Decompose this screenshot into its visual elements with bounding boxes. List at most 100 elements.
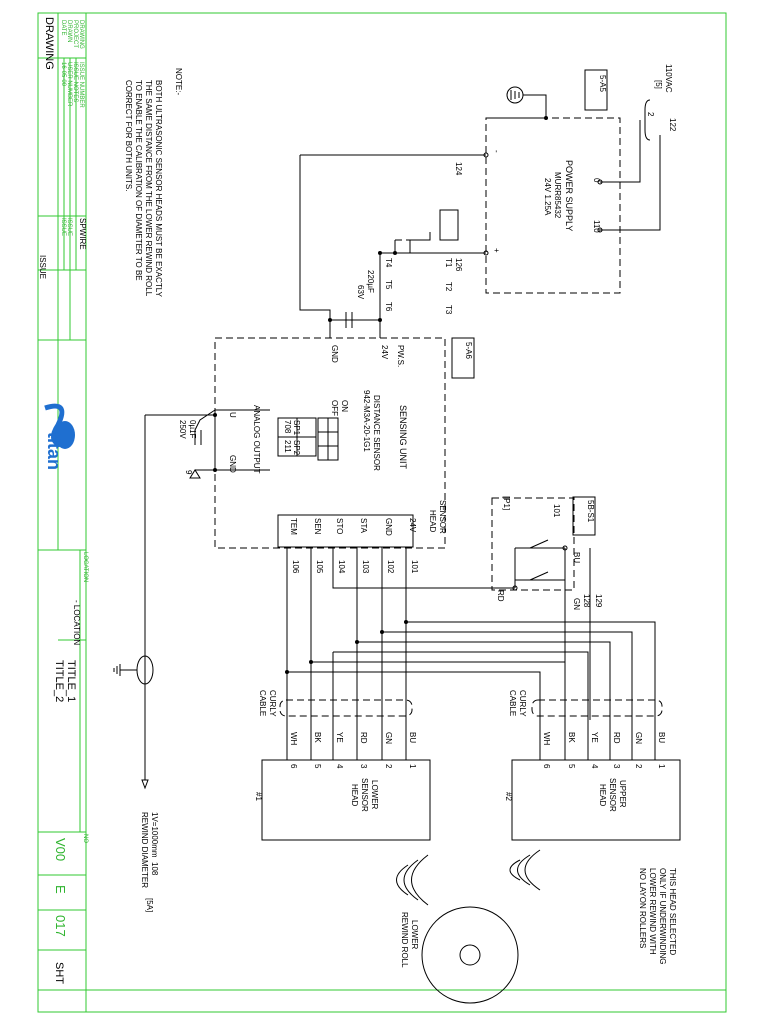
lower-color-gn: GN (384, 732, 393, 744)
psu-term-minus: - (492, 150, 501, 153)
field-issue: ISSUE (60, 218, 66, 236)
analog-output-label: ANALOG OUTPUT (252, 405, 261, 474)
val-project: ISSUE NOTES (72, 62, 78, 102)
upper-head-label-1: UPPER (618, 780, 627, 808)
note-line-3: TO ENABLE THE CALIBRATION OF DIAMETER TO… (134, 80, 143, 281)
wire-128: 128 (582, 594, 591, 608)
upper-color-ye: YE (590, 732, 599, 743)
lower-pin-6: 6 (289, 764, 298, 769)
cap2-value: 0µ1F (188, 420, 197, 439)
issue-label: ISSUE (38, 255, 47, 279)
wire-108: 108 (150, 862, 159, 876)
upper-head-label-2: SENSOR (608, 778, 617, 812)
upper-color-gn: GN (634, 732, 643, 744)
roll-label-2: REWIND ROLL (400, 912, 409, 968)
upper-pin-6: 6 (542, 764, 551, 769)
pin-sen: SEN (313, 518, 322, 535)
title-2: TITLE_2 (53, 660, 65, 702)
val-issue-no: ISSUE NUMBER (78, 62, 84, 108)
ref-5b-s1: 5B-S1 (586, 500, 595, 523)
wire-101: 101 (410, 560, 419, 574)
wire-gn: GN (572, 598, 581, 610)
wire-2: 2 (646, 112, 655, 117)
cap2-voltage: 250V (178, 420, 187, 439)
spwire-label: SPWIRE (78, 218, 87, 250)
head-note-3: LOWER REWIND WITH (648, 868, 657, 955)
roll-label-1: LOWER (410, 920, 419, 950)
lower-pin-3: 3 (359, 764, 368, 769)
analog-gnd: GND (228, 455, 237, 473)
titan-logo (44, 403, 75, 449)
note-line-1: BOTH ULTRASONIC SENSOR HEADS MUST BE EXA… (154, 80, 163, 298)
curly-upper-2: CABLE (508, 690, 517, 716)
field-drawing: DRAWING (78, 20, 84, 49)
note-heading: NOTE:- (174, 68, 183, 95)
curly-lower-1: CURLY (268, 690, 277, 717)
lower-color-ye: YE (335, 732, 344, 743)
curly-upper-1: CURLY (518, 690, 527, 717)
rev-prefix: V00 (53, 838, 68, 861)
pws-gnd: GND (330, 345, 339, 363)
supply-feed (597, 99, 661, 233)
lower-pin-4: 4 (335, 764, 344, 769)
upper-pin-5: 5 (567, 764, 576, 769)
upper-pin-1: 1 (657, 764, 666, 769)
earth-symbol (506, 86, 548, 120)
switch-tag: [P1] (502, 496, 511, 510)
sensor-head-label-1: SENSOR (438, 500, 447, 534)
lower-color-bk: BK (313, 732, 322, 743)
lower-head-label-2: SENSOR (360, 778, 369, 812)
head-note-1: THIS HEAD SELECTED (668, 868, 677, 955)
psu-rating: 24V 1.25A (543, 178, 552, 216)
upper-pin-4: 4 (590, 764, 599, 769)
sp2-label: SP2 (292, 440, 301, 456)
switch-off: OFF (330, 400, 339, 416)
logo-text: titan (44, 432, 64, 470)
sp1-label: SP1 (292, 420, 301, 436)
psu-term-110: 110 (592, 220, 601, 233)
field-date: DATE (60, 20, 66, 36)
analog-scale-line2: REWIND DIAMETER (140, 812, 149, 888)
curly-lower-2: CABLE (258, 690, 267, 716)
cap1-voltage: 63V (356, 285, 365, 300)
lower-sensor-head (261, 759, 431, 841)
title-block (37, 12, 727, 1013)
lower-head-label-3: HEAD (350, 784, 359, 806)
lower-head-num: #1 (254, 792, 263, 801)
pws-24v: 24V (380, 345, 389, 360)
distance-sensor-part: 942-M3A-20-1G1 (362, 390, 371, 452)
wire-104: 104 (337, 560, 346, 574)
field-drawn: DRAWN (66, 20, 72, 42)
pin-sta: STA (359, 518, 368, 534)
term-t3: T3 (444, 305, 453, 315)
rewind-roll (421, 906, 519, 1004)
location-label: - LOCATION (72, 600, 81, 645)
wire-103: 103 (361, 560, 370, 574)
sp1-value: 708 (283, 420, 292, 434)
upper-color-bk: BK (567, 732, 576, 743)
upper-color-wh: WH (542, 732, 551, 746)
upper-sensor-head (511, 759, 681, 841)
pin-24v: 24V (408, 518, 417, 533)
field-no: NO (82, 834, 88, 843)
node-9: 9 (184, 470, 193, 475)
note-line-4: CORRECT FOR BOTH UNITS. (124, 80, 133, 191)
val-drawn: USER NUMBER (66, 62, 72, 107)
analog-scale-line: 1V=1000mm (150, 812, 159, 858)
wire-106: 106 (291, 560, 300, 574)
analog-scale-ref: [5A] (145, 898, 154, 912)
term-t2: T2 (444, 282, 453, 292)
sensing-unit (145, 337, 475, 549)
upper-head-label-3: HEAD (598, 784, 607, 806)
distance-sensor-label: DISTANCE SENSOR (372, 395, 381, 471)
upper-pin-3: 3 (612, 764, 621, 769)
vac-ref: [5] (654, 80, 663, 89)
wire-rd: RD (496, 590, 505, 602)
val-issue: ISSUE (66, 218, 72, 236)
pin-sto: STO (335, 518, 344, 534)
lower-color-bu: BU (408, 732, 417, 743)
rev-letter: E (53, 885, 68, 894)
lower-head-label-1: LOWER (370, 780, 379, 810)
title-1: TITLE_1 (65, 660, 77, 702)
term-t6: T6 (384, 302, 393, 312)
